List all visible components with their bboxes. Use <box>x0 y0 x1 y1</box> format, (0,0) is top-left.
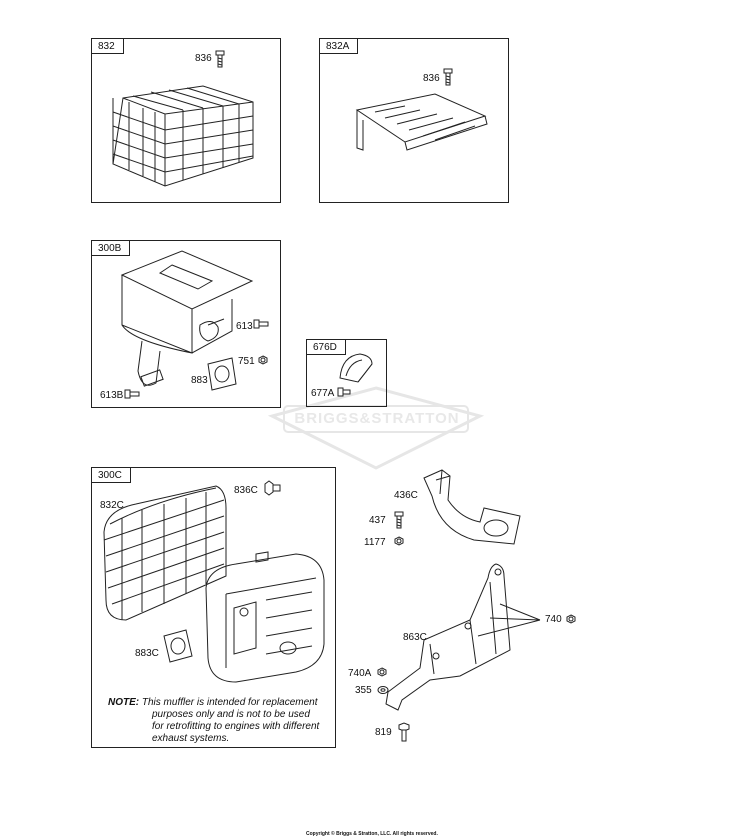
bracket-863c <box>380 560 530 725</box>
deflector-676d <box>336 350 376 384</box>
heat-shield-832a <box>345 90 495 160</box>
screw-icon <box>443 68 453 86</box>
muffler-guard-832c <box>96 480 232 632</box>
part-label-832c: 832C <box>100 500 124 511</box>
screw-icon <box>394 511 404 529</box>
bolt-icon <box>397 722 411 742</box>
section-label: 832A <box>319 38 359 54</box>
part-label-355: 355 <box>355 685 372 696</box>
bolt-icon <box>124 388 140 400</box>
part-label-740: 740 <box>545 614 562 625</box>
muffler-300c <box>196 548 328 686</box>
muffler-300b <box>112 245 252 395</box>
part-label-836c: 836C <box>234 485 258 496</box>
gasket-icon <box>160 628 194 664</box>
section-label: 300B <box>91 240 131 256</box>
section-832a: 832A <box>319 38 509 203</box>
note-label: NOTE: <box>108 697 140 708</box>
nut-icon <box>258 355 268 365</box>
copyright-footer: Copyright © Briggs & Stratton, LLC. All … <box>306 831 438 837</box>
part-label-613b: 613B <box>100 390 124 401</box>
muffler-guard-832 <box>103 78 263 193</box>
part-label-1177: 1177 <box>364 537 386 548</box>
note-line-4: exhaust systems. <box>152 733 230 744</box>
nut-icon <box>377 667 387 677</box>
washer-icon <box>377 685 389 695</box>
watermark-text: BRIGGS&STRATTON <box>294 410 460 427</box>
nut-icon <box>566 614 576 624</box>
part-label-863c: 863C <box>403 632 427 643</box>
section-832: 832 <box>91 38 281 203</box>
part-label-836: 836 <box>195 53 212 64</box>
part-label-436c: 436C <box>394 490 418 501</box>
bolt-icon <box>263 480 281 496</box>
section-300c: 300C <box>91 467 336 748</box>
part-label-437: 437 <box>369 515 386 526</box>
section-300b: 300B <box>91 240 281 408</box>
part-label-819: 819 <box>375 727 392 738</box>
section-676d: 676D <box>306 339 387 407</box>
section-label: 300C <box>91 467 131 483</box>
part-label-613: 613 <box>236 321 253 332</box>
screw-icon <box>215 50 225 68</box>
part-label-883c: 883C <box>135 648 159 659</box>
section-label: 676D <box>306 339 346 355</box>
exhaust-elbow-436c <box>420 466 530 550</box>
part-label-751: 751 <box>238 356 255 367</box>
gasket-icon <box>204 356 238 392</box>
part-label-883: 883 <box>191 375 208 386</box>
part-label-836: 836 <box>423 73 440 84</box>
note-line-3: for retrofitting to engines with differe… <box>152 721 320 732</box>
part-label-740a: 740A <box>348 668 372 679</box>
bolt-icon <box>253 318 269 330</box>
screw-icon <box>337 386 351 398</box>
nut-icon <box>394 536 404 546</box>
note-line-2: purposes only and is not to be used <box>152 709 310 720</box>
section-label: 832 <box>91 38 124 54</box>
replacement-note: NOTE: This muffler is intended for repla… <box>108 697 334 745</box>
note-line-1: This muffler is intended for replacement <box>141 697 318 708</box>
part-label-677a: 677A <box>311 388 335 399</box>
